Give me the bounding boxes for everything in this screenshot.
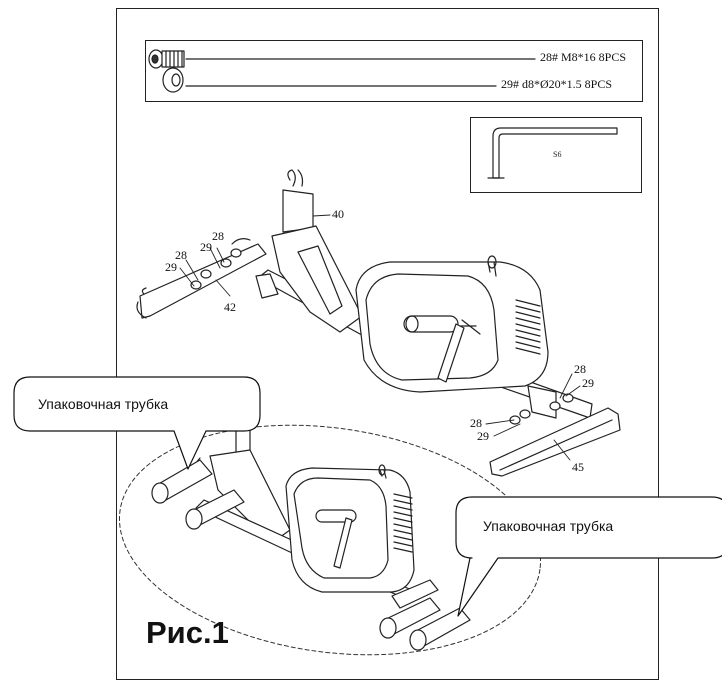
flat-washer-icon	[162, 67, 497, 93]
exploded-frame-drawing	[255, 169, 593, 419]
part-number-28: 28	[212, 229, 224, 243]
washer-spec: 29# d8*Ø20*1.5 8PCS	[499, 77, 615, 92]
packaging-tube-area-outline	[118, 424, 542, 656]
packaged-machine-drawing	[189, 427, 439, 609]
part-number-29: 29	[582, 376, 594, 390]
hex-socket-bolt-icon	[148, 49, 536, 69]
part-number-28: 28	[470, 416, 482, 430]
callout-left-text: Упаковочная трубка	[38, 396, 169, 412]
part-number-29: 29	[477, 429, 489, 443]
callout-right-text: Упаковочная трубка	[483, 518, 614, 534]
part-number-29: 29	[200, 240, 212, 254]
rear-stabilizer-45	[489, 393, 621, 477]
packaging-tubes-rear	[379, 597, 471, 651]
callout-bubble-left	[13, 376, 261, 470]
part-number-45: 45	[572, 460, 584, 474]
figure-title: Рис.1	[146, 615, 229, 650]
front-stabilizer-42	[136, 238, 267, 319]
part-number-42: 42	[224, 300, 236, 314]
part-number-28: 28	[574, 362, 586, 376]
tool-size-label: S6	[553, 150, 562, 159]
allen-key-icon	[487, 127, 618, 179]
part-leader-lines	[179, 214, 581, 461]
callout-bubble-right	[455, 496, 722, 617]
bolt-spec: 28# M8*16 8PCS	[538, 50, 629, 65]
part-number-28: 28	[175, 248, 187, 262]
part-number-29: 29	[165, 260, 177, 274]
part-number-40: 40	[332, 207, 344, 221]
packaging-tubes-front	[151, 459, 245, 530]
